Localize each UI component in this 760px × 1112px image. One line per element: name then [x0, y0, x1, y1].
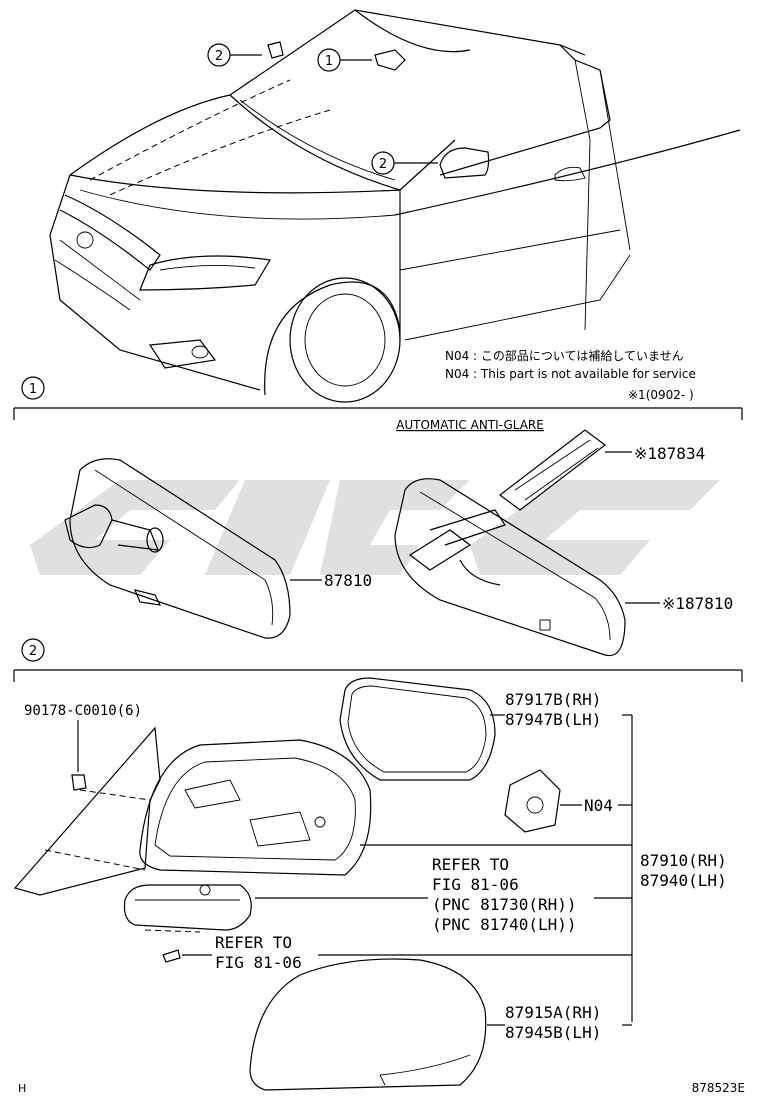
footer-diagram-id: 878523E	[692, 1081, 745, 1095]
label-assy-lh: 87940(LH)	[640, 871, 727, 890]
callout-2-mid: 2	[371, 151, 438, 175]
callout-2-top: 2	[207, 43, 262, 67]
label-87810: 87810	[324, 571, 372, 590]
rearview-mirror-87810	[64, 458, 291, 639]
bolt-part	[71, 774, 87, 791]
note-n04-en: N04 : This part is not available for ser…	[445, 367, 696, 381]
turn-signal-lamp	[123, 884, 252, 931]
callout-1-top-label: 1	[325, 54, 333, 69]
label-n04: N04	[584, 796, 613, 815]
label-glass-rh: 87917B(RH)	[505, 690, 601, 709]
refer-1-line-1: REFER TO	[432, 855, 509, 874]
refer-2-line-1: REFER TO	[215, 933, 292, 952]
mirror-actuator-n04	[504, 769, 561, 833]
mirror-glass	[339, 677, 496, 781]
label-87834: ※187834	[634, 444, 705, 463]
door-panel	[13, 726, 161, 896]
refer-1-line-4: (PNC 81740(LH))	[432, 915, 577, 934]
footer-left: H	[18, 1082, 26, 1095]
section-2-header: 2	[13, 638, 743, 682]
label-87810-alt: ※187810	[662, 594, 733, 613]
mirror-housing	[139, 739, 372, 876]
vehicle-illustration	[49, 9, 741, 403]
mirror-stay-87834	[499, 429, 606, 511]
note-date-range: ※1(0902- )	[628, 388, 694, 402]
rearview-mirror-anti-glare	[394, 478, 626, 657]
label-cover-lh: 87945B(LH)	[505, 1023, 601, 1042]
screw-part	[162, 949, 181, 963]
anti-glare-heading: AUTOMATIC ANTI-GLARE	[396, 418, 544, 432]
section-1-header: 1	[13, 376, 743, 420]
section-1-label: 1	[29, 382, 37, 397]
callout-2-mid-label: 2	[379, 157, 387, 172]
label-cover-rh: 87915A(RH)	[505, 1003, 601, 1022]
callout-1-top: 1	[317, 48, 372, 72]
mirror-cover	[249, 958, 487, 1091]
refer-2-line-2: FIG 81-06	[215, 953, 302, 972]
refer-1-line-3: (PNC 81730(RH))	[432, 895, 577, 914]
note-n04-jp: N04 : この部品については補給していません	[445, 348, 684, 363]
label-bolt: 90178-C0010(6)	[24, 703, 142, 719]
callout-2-top-label: 2	[215, 49, 223, 64]
section-2-label: 2	[29, 644, 37, 659]
label-glass-lh: 87947B(LH)	[505, 710, 601, 729]
refer-1-line-2: FIG 81-06	[432, 875, 519, 894]
label-assy-rh: 87910(RH)	[640, 851, 727, 870]
watermark-logo	[30, 480, 720, 575]
